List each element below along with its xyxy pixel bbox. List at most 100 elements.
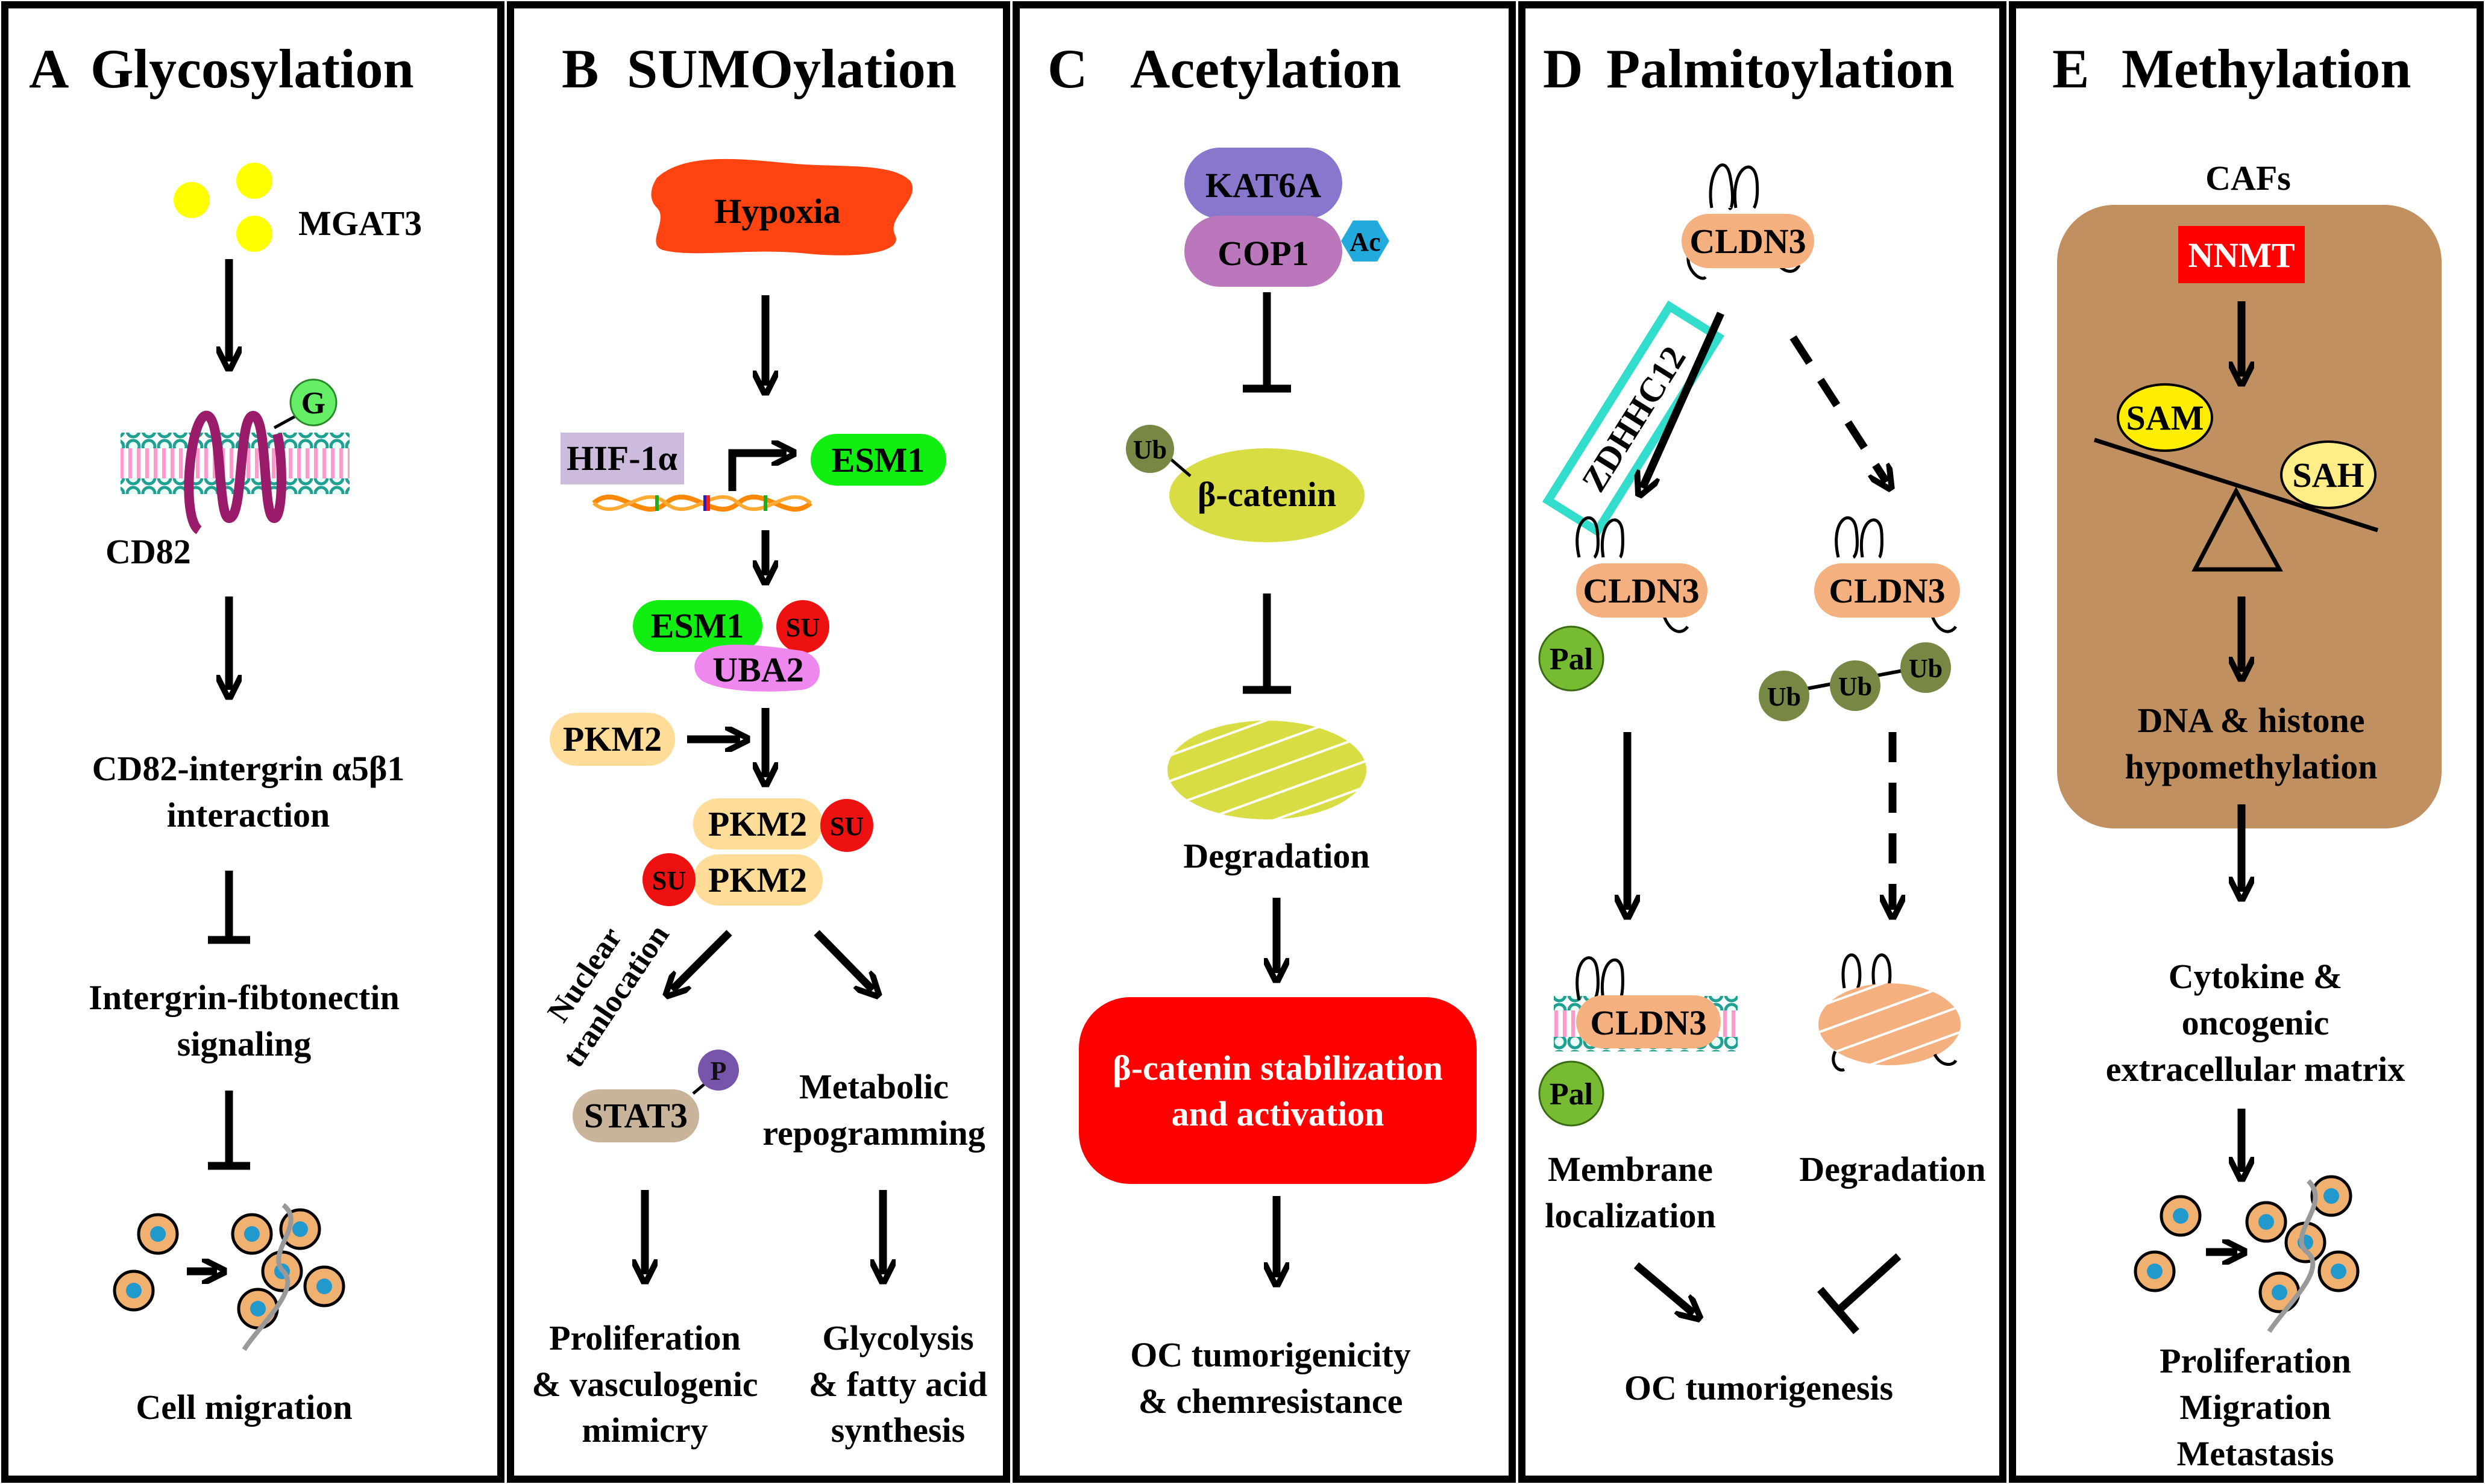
- membrane-line1: Membrane: [1548, 1150, 1713, 1189]
- degraded-bcatenin-icon: [1167, 721, 1366, 819]
- panel-d-title: Palmitoylation: [1606, 38, 1955, 99]
- esm1-box-top: [811, 434, 946, 486]
- ub-icon-c: [1126, 425, 1174, 473]
- stat3-label: STAT3: [584, 1096, 688, 1135]
- p-label: P: [711, 1056, 727, 1086]
- ac-hexagon-icon: [1341, 221, 1389, 261]
- sah-ellipse: [2280, 440, 2377, 509]
- nnmt-box: [2178, 226, 2305, 283]
- ub-label-d3: Ub: [1909, 654, 1943, 683]
- sam-ellipse: [2117, 383, 2213, 452]
- pkm2-label-1: PKM2: [708, 804, 807, 844]
- prolif-line3: mimicry: [582, 1410, 708, 1450]
- panel-c: C Acetylation KAT6A COP1 Ac β-catenin Ub…: [1048, 38, 1477, 1421]
- cell-migration-icon: [113, 1203, 345, 1351]
- outcome-e-line2: Migration: [2179, 1388, 2331, 1427]
- esm1-label-top: ESM1: [832, 440, 925, 480]
- cd82-label: CD82: [105, 532, 191, 571]
- ub-icon-d2: [1830, 660, 1880, 711]
- panel-a-letter: A: [29, 38, 69, 99]
- su-icon-3: [642, 853, 696, 906]
- uba2-shape: [694, 644, 820, 692]
- phospho-icon: [698, 1050, 739, 1091]
- oc-tumorigenesis-label: OC tumorigenesis: [1624, 1368, 1893, 1407]
- degradation-label-c: Degradation: [1183, 836, 1369, 875]
- pal-icon-2: [1538, 1060, 1604, 1127]
- cell-proliferation-icon: [2134, 1175, 2360, 1333]
- su-label-2: SU: [830, 812, 864, 841]
- arrow-d5: [1633, 1262, 1694, 1313]
- balance-scale-icon: [2093, 437, 2379, 572]
- inhibit-a1: [208, 871, 250, 944]
- arrow-b5: [672, 930, 732, 990]
- mgat3-label: MGAT3: [298, 204, 422, 243]
- cldn3-label-right: CLDN3: [1829, 571, 1945, 610]
- cop1-box: [1184, 216, 1342, 287]
- signaling-line2: signaling: [177, 1024, 311, 1063]
- interaction-line1: CD82-intergrin α5β1: [92, 749, 405, 788]
- arrow-b6: [814, 930, 873, 990]
- hypoxia-label: Hypoxia: [714, 192, 841, 231]
- pkm2-box-left: [550, 713, 675, 766]
- sam-label: SAM: [2126, 398, 2204, 437]
- cldn3-right-icon: [1814, 516, 1960, 633]
- stabilization-box: [1079, 997, 1477, 1184]
- ub-label-d2: Ub: [1838, 672, 1872, 701]
- pkm2-label-left: PKM2: [563, 719, 662, 759]
- cytokine-line3: extracellular matrix: [2106, 1050, 2405, 1089]
- panel-b-letter: B: [562, 38, 598, 99]
- sah-label: SAH: [2292, 456, 2364, 495]
- inhibit-d1: [1817, 1253, 1902, 1335]
- hypo-line2: hypomethylation: [2125, 747, 2378, 786]
- kat6a-label: KAT6A: [1205, 166, 1321, 205]
- inhibit-a2: [208, 1091, 250, 1170]
- nnmt-label: NNMT: [2188, 236, 2295, 275]
- arrow-d2: [1789, 335, 1887, 482]
- inhibit-c1: [1243, 292, 1291, 393]
- hif1a-label: HIF-1α: [567, 439, 677, 478]
- cop1-label: COP1: [1217, 234, 1308, 273]
- bcatenin-ellipse: [1169, 448, 1365, 542]
- ac-label: Ac: [1349, 227, 1380, 257]
- glyco-line1: Glycolysis: [822, 1318, 973, 1357]
- cldn3-label-membrane: CLDN3: [1590, 1003, 1706, 1042]
- prolif-line2: & vasculogenic: [532, 1365, 758, 1404]
- pal-label-2: Pal: [1550, 1077, 1593, 1112]
- g-label: G: [301, 386, 325, 421]
- hif1a-box: [561, 433, 684, 484]
- su-label-3: SU: [652, 866, 686, 895]
- cafs-label: CAFs: [2205, 158, 2291, 198]
- panel-b-title: SUMOylation: [627, 38, 957, 99]
- kat6a-box: [1184, 148, 1342, 219]
- su-icon-1: [776, 600, 829, 653]
- membrane-line2: localization: [1545, 1196, 1716, 1235]
- membrane-a-icon: [121, 433, 350, 494]
- ub-icon-d1: [1759, 671, 1809, 721]
- cd82-protein-icon: [184, 410, 286, 534]
- cldn3-left-icon: [1576, 516, 1707, 633]
- interaction-line2: interaction: [167, 795, 330, 834]
- degraded-cldn3-icon: [1818, 953, 1961, 1072]
- panel-e-title: Methylation: [2122, 38, 2411, 99]
- uba2-label: UBA2: [712, 650, 803, 689]
- degradation-label-d: Degradation: [1799, 1150, 1985, 1189]
- pal-icon-1: [1538, 625, 1604, 692]
- membrane-d-icon: [1554, 956, 1738, 1051]
- zdhhc12-box: ZDHHC12: [1542, 300, 1725, 537]
- panel-b: B SUMOylation Hypoxia HIF-1α ESM1 ESM1 S…: [532, 38, 987, 1450]
- panel-d: D Palmitoylation CLDN3 ZDHHC12 CLDN3 Pal: [1538, 38, 1986, 1407]
- oc-line2: & chemresistance: [1139, 1382, 1403, 1421]
- panel-a-title: Glycosylation: [90, 38, 414, 99]
- su-label-1: SU: [786, 613, 820, 642]
- mgat3-dots-icon: [174, 163, 272, 252]
- pkm2-box-2: [693, 854, 823, 906]
- panel-e-letter: E: [2052, 38, 2089, 99]
- pkm2-box-1: [693, 798, 823, 850]
- pal-label-1: Pal: [1550, 642, 1593, 677]
- arrow-d1: [1642, 312, 1724, 488]
- hypoxia-shape-icon: [651, 158, 913, 255]
- glyco-line3: synthesis: [831, 1410, 965, 1450]
- pkm2-label-2: PKM2: [708, 860, 807, 900]
- cldn3-label-left: CLDN3: [1583, 571, 1699, 610]
- outcome-e-line3: Metastasis: [2177, 1434, 2334, 1473]
